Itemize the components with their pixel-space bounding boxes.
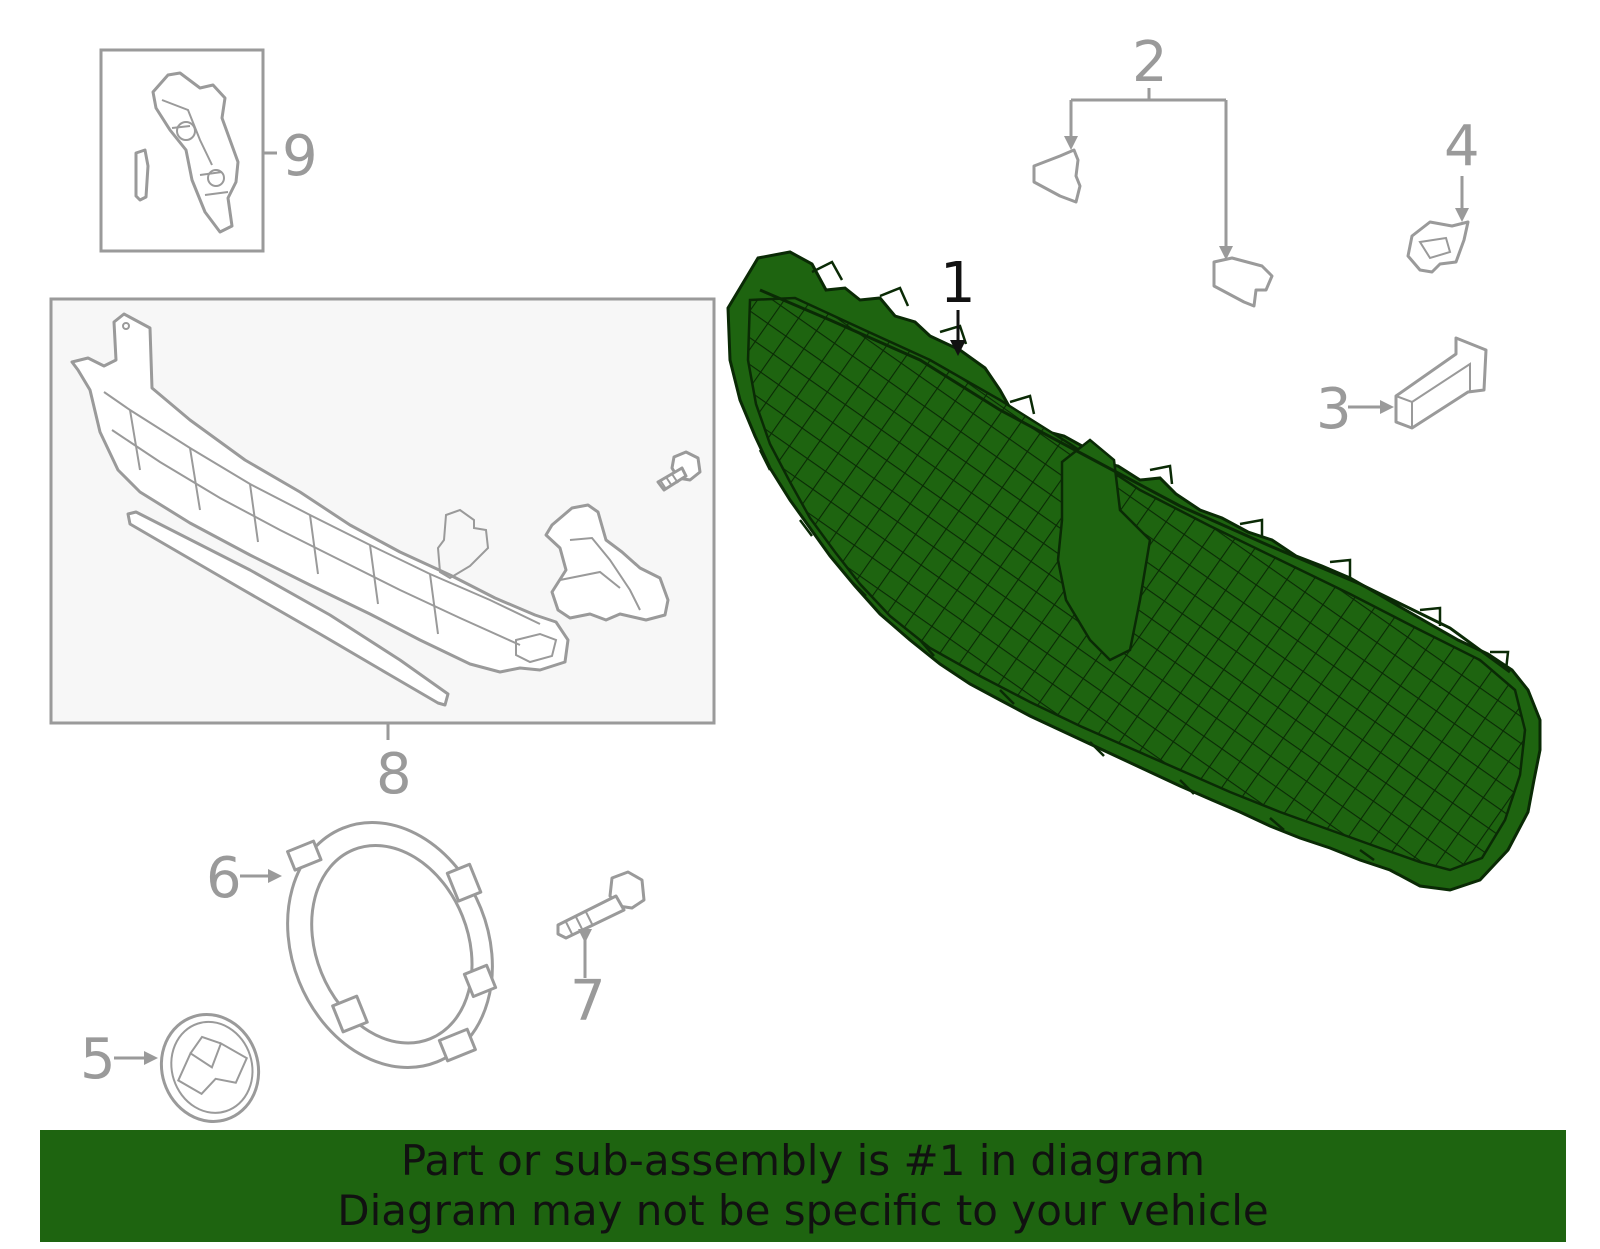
part-3-group: 3 — [1316, 336, 1488, 442]
callout-7: 7 — [570, 969, 606, 1034]
part-8-bolt — [656, 450, 702, 492]
callout-3: 3 — [1316, 377, 1352, 442]
callout-4: 4 — [1444, 114, 1480, 179]
part-9-group: 9 — [99, 48, 318, 253]
part-2-clip-a — [1032, 148, 1082, 204]
footer-banner-bg — [40, 1130, 1566, 1242]
callout-9: 9 — [282, 124, 318, 189]
part-9-bracket — [151, 71, 240, 234]
footer-banner: Part or sub-assembly is #1 in diagram Di… — [40, 1130, 1566, 1242]
part-6-group: 6 — [206, 821, 498, 1069]
part-4-clip — [1406, 220, 1470, 274]
part-8-side-bracket — [544, 503, 670, 622]
part-7-group: 7 — [556, 870, 646, 1034]
part-8-group: 8 — [49, 297, 716, 807]
part-5-emblem — [159, 1013, 261, 1123]
callout-2: 2 — [1132, 30, 1168, 95]
footer-line-1: Part or sub-assembly is #1 in diagram — [400, 1136, 1206, 1185]
part-1-grille: 1 — [726, 250, 1542, 892]
callout-1: 1 — [940, 251, 976, 316]
callout-5: 5 — [80, 1027, 116, 1092]
footer-line-2: Diagram may not be specific to your vehi… — [337, 1186, 1269, 1235]
part-4-group: 4 — [1406, 114, 1480, 274]
part-2-clip-b — [1212, 256, 1274, 308]
part-2-group: 2 — [1032, 30, 1274, 308]
part-9-clip — [134, 148, 150, 202]
callout-6: 6 — [206, 846, 242, 911]
part-8-strip — [126, 510, 450, 707]
part-8-lower-grille — [70, 312, 570, 674]
part-1-emblem-mount — [1056, 438, 1152, 662]
part-6-bezel — [286, 821, 498, 1069]
callout-8: 8 — [376, 742, 412, 807]
part-5-group: 5 — [80, 1013, 261, 1123]
